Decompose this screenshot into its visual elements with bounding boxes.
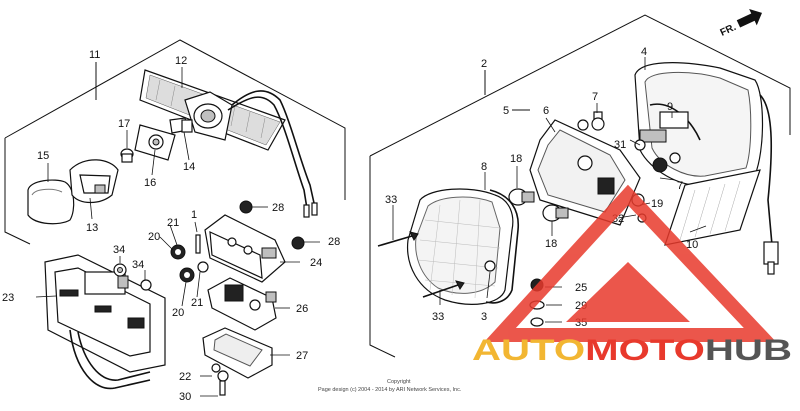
callout-14: 14 bbox=[183, 161, 195, 173]
callout-15: 15 bbox=[37, 150, 49, 162]
callout-8: 8 bbox=[481, 161, 487, 173]
reflector-10 bbox=[664, 169, 761, 246]
callout-26: 26 bbox=[296, 303, 308, 315]
bulb-socket-parts bbox=[120, 117, 193, 163]
callout-1: 1 bbox=[191, 209, 197, 221]
callout-5: 5 bbox=[503, 105, 509, 117]
logo-auto: AUTO bbox=[472, 334, 585, 367]
callout-33b: 33 bbox=[432, 311, 444, 323]
callout-21b: 21 bbox=[191, 297, 203, 309]
housing-4 bbox=[634, 62, 764, 186]
callout-13: 13 bbox=[86, 222, 98, 234]
marker-light-13-15 bbox=[27, 159, 119, 225]
callout-18b: 18 bbox=[545, 238, 557, 250]
callout-16: 16 bbox=[144, 177, 156, 189]
front-direction-arrow: FR. bbox=[719, 9, 762, 39]
socket-9 bbox=[639, 94, 779, 275]
callout-18a: 18 bbox=[510, 153, 522, 165]
tail-lens-3 bbox=[406, 188, 514, 305]
callout-17: 17 bbox=[118, 118, 130, 130]
front-arrow-icon bbox=[736, 9, 762, 28]
callout-28a: 28 bbox=[272, 202, 284, 214]
cover-24 bbox=[204, 214, 286, 283]
callout-10: 10 bbox=[686, 239, 698, 251]
callout-20a: 20 bbox=[148, 231, 160, 243]
callout-34b: 34 bbox=[132, 259, 144, 271]
front-direction-label: FR. bbox=[719, 22, 738, 39]
callout-19: 19 bbox=[651, 198, 663, 210]
callout-21a: 21 bbox=[167, 217, 179, 229]
callout-9: 9 bbox=[667, 101, 673, 113]
screws-33 bbox=[377, 231, 465, 298]
reflector-12 bbox=[139, 69, 318, 218]
callout-25: 25 bbox=[575, 282, 587, 294]
bracket-26 bbox=[207, 277, 277, 331]
callout-22: 22 bbox=[179, 371, 191, 383]
callout-24: 24 bbox=[310, 257, 322, 269]
hardware-left bbox=[113, 200, 305, 396]
callout-12: 12 bbox=[175, 55, 187, 67]
automotohub-watermark-triangle bbox=[484, 184, 777, 342]
callout-20b: 20 bbox=[172, 307, 184, 319]
right-assembly-frame bbox=[369, 14, 791, 358]
case-6 bbox=[529, 119, 641, 226]
logo-hub: HUB bbox=[705, 334, 792, 367]
callout-23: 23 bbox=[2, 292, 14, 304]
callout-2: 2 bbox=[481, 58, 487, 70]
logo-moto: MOTO bbox=[585, 334, 705, 367]
callout-28b: 28 bbox=[328, 236, 340, 248]
leader-lines bbox=[35, 57, 707, 397]
copyright-line2: Page design (c) 2004 - 2014 by ARI Netwo… bbox=[318, 387, 462, 393]
callout-27: 27 bbox=[296, 350, 308, 362]
gasket-8 bbox=[485, 189, 519, 304]
callout-7a: 7 bbox=[592, 91, 598, 103]
callout-11: 11 bbox=[89, 49, 100, 61]
callout-31: 31 bbox=[614, 139, 626, 151]
copyright-line1: Copyright bbox=[387, 379, 411, 385]
lens-cover-27 bbox=[202, 327, 273, 379]
callout-34a: 34 bbox=[113, 244, 125, 256]
left-assembly-frame bbox=[4, 39, 346, 245]
callout-30: 30 bbox=[179, 391, 191, 403]
callout-33a: 33 bbox=[385, 194, 397, 206]
callout-4: 4 bbox=[641, 46, 647, 58]
license-bracket-23 bbox=[44, 254, 166, 390]
bulbs-18 bbox=[508, 188, 569, 222]
callout-6: 6 bbox=[543, 105, 549, 117]
callout-3: 3 bbox=[481, 311, 487, 323]
callout-7b: 7 bbox=[677, 180, 683, 192]
